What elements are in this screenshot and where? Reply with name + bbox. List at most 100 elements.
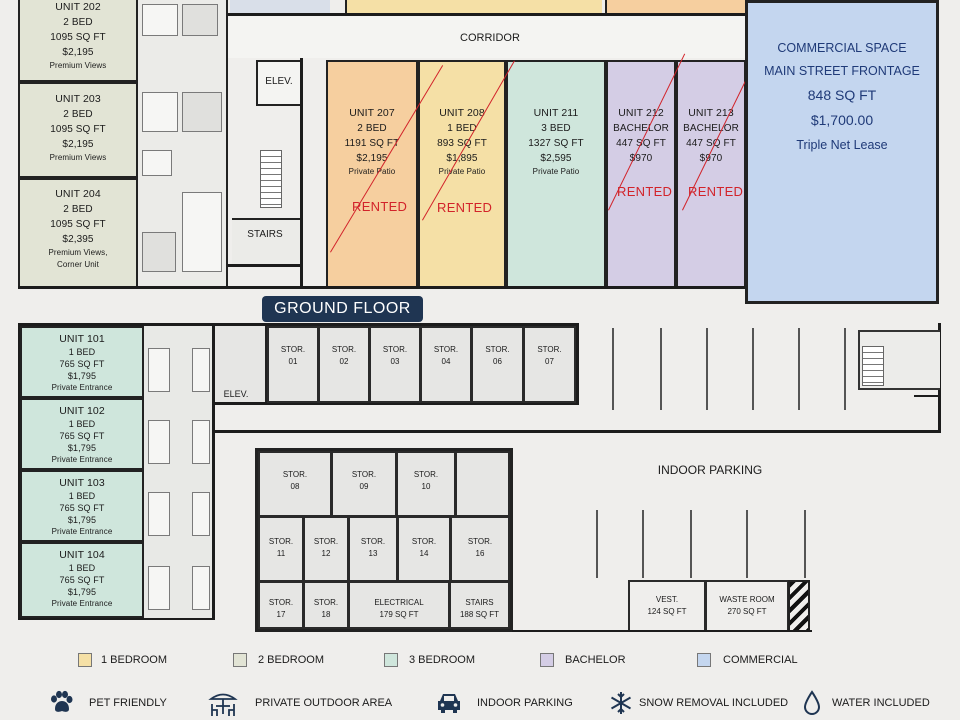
legend-label-2-bedroom: 2 BEDROOM — [258, 654, 325, 666]
storage-number: 10 — [421, 482, 431, 491]
parking-line — [844, 328, 846, 410]
unit-size: 1191 SQ FT — [344, 138, 400, 149]
unit-211[interactable]: UNIT 211 3 BED 1327 SQ FT $2,595 Private… — [506, 60, 606, 288]
unit-203[interactable]: UNIT 203 2 BED 1095 SQ FT $2,195 Premium… — [18, 82, 138, 178]
legend-label-bachelor: BACHELOR — [565, 654, 626, 666]
legend-swatch-bachelor — [540, 653, 554, 667]
storage-02[interactable]: STOR.02 — [318, 326, 370, 403]
storage-06[interactable]: STOR.06 — [471, 326, 524, 403]
elevator-upper — [256, 60, 302, 106]
wall — [914, 395, 940, 397]
unit-note: Private Entrance — [51, 599, 113, 608]
unit-price: $1,795 — [67, 443, 97, 453]
unit-beds: 1 BED — [68, 491, 96, 501]
room-label: VEST. — [655, 595, 679, 604]
wall — [18, 323, 21, 620]
commercial-title: COMMERCIAL SPACE — [777, 41, 907, 55]
wall — [18, 286, 745, 289]
storage-label: STOR. — [313, 537, 339, 546]
unit-101[interactable]: UNIT 101 1 BED 765 SQ FT $1,795 Private … — [20, 326, 144, 398]
legend-swatch-1-bedroom — [78, 653, 92, 667]
storage-09[interactable]: STOR.09 — [331, 451, 397, 517]
vestibule[interactable]: VEST.124 SQ FT — [628, 580, 706, 632]
patio-table-icon — [208, 693, 238, 716]
storage-08[interactable]: STOR.08 — [258, 451, 332, 517]
commercial-space[interactable]: COMMERCIAL SPACE MAIN STREET FRONTAGE 84… — [745, 0, 939, 304]
commercial-lease: Triple Net Lease — [796, 138, 888, 152]
unit-note-2: Corner Unit — [56, 260, 99, 269]
storage-16[interactable]: STOR.16 — [450, 516, 510, 582]
unit-size: 1095 SQ FT — [50, 32, 106, 43]
commercial-size: 848 SQ FT — [807, 87, 877, 103]
unit-beds: 3 BED — [541, 123, 571, 134]
parking-line — [746, 510, 748, 578]
unit-name: UNIT 211 — [533, 107, 579, 119]
unit-name: UNIT 101 — [59, 333, 105, 345]
unit-name: UNIT 212 — [618, 107, 664, 119]
unit-price: $2,195 — [356, 153, 388, 164]
unit-beds: 1 BED — [68, 419, 96, 429]
unit-note: Private Patio — [438, 167, 486, 176]
wall — [228, 13, 746, 16]
indoor-parking-label: INDOOR PARKING — [657, 463, 763, 477]
wall — [228, 264, 303, 267]
unit-103[interactable]: UNIT 103 1 BED 765 SQ FT $1,795 Private … — [20, 470, 144, 542]
unit-note: Private Patio — [348, 167, 396, 176]
unit-213[interactable]: UNIT 213 BACHELOR 447 SQ FT $970 — [676, 60, 746, 288]
storage-18[interactable]: STOR.18 — [303, 581, 349, 629]
storage-12[interactable]: STOR.12 — [303, 516, 349, 582]
wall — [215, 430, 940, 433]
storage-11[interactable]: STOR.11 — [258, 516, 304, 582]
bathtub-fixture — [142, 92, 178, 132]
unit-104[interactable]: UNIT 104 1 BED 765 SQ FT $1,795 Private … — [20, 542, 144, 618]
unit-note: Private Entrance — [51, 527, 113, 536]
unit-208[interactable]: UNIT 208 1 BED 893 SQ FT $1,895 Private … — [418, 60, 506, 288]
unit-price: $2,195 — [62, 139, 94, 150]
unit-202[interactable]: UNIT 202 2 BED 1095 SQ FT $2,195 Premium… — [18, 0, 138, 82]
room-label: STAIRS — [465, 598, 494, 607]
parking-line — [752, 328, 754, 410]
chute-hatch — [788, 580, 810, 632]
parking-line — [706, 328, 708, 410]
storage-number: 02 — [339, 357, 349, 366]
storage-04[interactable]: STOR.04 — [420, 326, 472, 403]
storage-17[interactable]: STOR.17 — [258, 581, 304, 629]
storage-07[interactable]: STOR.07 — [523, 326, 576, 403]
unit-204[interactable]: UNIT 204 2 BED 1095 SQ FT $2,395 Premium… — [18, 178, 138, 288]
unit-102[interactable]: UNIT 102 1 BED 765 SQ FT $1,795 Private … — [20, 398, 144, 470]
unit-name: UNIT 207 — [349, 107, 395, 119]
storage-10[interactable]: STOR.10 — [396, 451, 456, 517]
wall — [212, 326, 215, 620]
wall — [576, 323, 579, 403]
unit-note: Premium Views — [49, 153, 107, 162]
parking-line — [642, 510, 644, 578]
stairs-upper — [232, 218, 302, 266]
car-icon — [438, 694, 460, 713]
closet-fixture — [182, 92, 222, 132]
storage-number: 09 — [359, 482, 369, 491]
elevator-lower — [215, 326, 267, 404]
legend-label-1-bedroom: 1 BEDROOM — [101, 654, 168, 666]
unit-size: 765 SQ FT — [59, 503, 105, 513]
storage-label: STOR. — [268, 537, 294, 546]
unit-name: UNIT 204 — [55, 188, 101, 200]
storage-label: STOR. — [360, 537, 386, 546]
unit-207[interactable]: UNIT 207 2 BED 1191 SQ FT $2,195 Private… — [326, 60, 418, 288]
storage-01[interactable]: STOR.01 — [267, 326, 319, 403]
storage-14[interactable]: STOR.14 — [397, 516, 451, 582]
unit-name: UNIT 104 — [59, 549, 105, 561]
commercial-subtitle: MAIN STREET FRONTAGE — [764, 64, 920, 78]
storage-03[interactable]: STOR.03 — [369, 326, 421, 403]
unit-beds: 2 BED — [63, 109, 93, 120]
closet-fixture — [142, 232, 176, 272]
unit-beds: BACHELOR — [683, 123, 739, 134]
unit-price: $1,795 — [67, 587, 97, 597]
rented-label-208: RENTED — [437, 200, 493, 215]
wall — [18, 323, 576, 326]
storage-unlabeled[interactable] — [455, 451, 510, 517]
storage-13[interactable]: STOR.13 — [348, 516, 398, 582]
unit-name: UNIT 102 — [59, 405, 105, 417]
